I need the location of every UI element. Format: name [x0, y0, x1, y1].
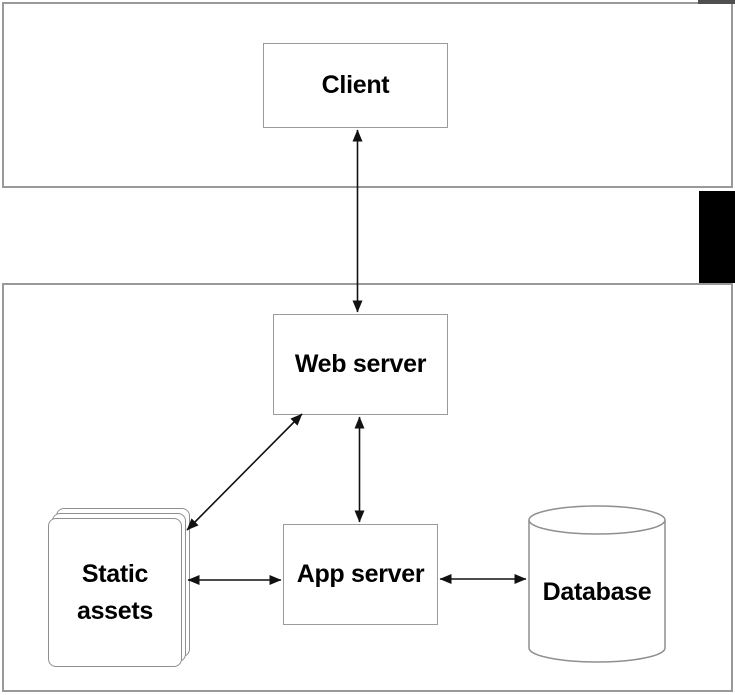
black-block-right-edge	[699, 191, 735, 283]
client-label: Client	[321, 71, 390, 99]
web-server-label: Web server	[294, 350, 427, 378]
static-assets-label-line2: assets	[76, 596, 154, 625]
cylinder-body	[528, 520, 666, 663]
database-cylinder[interactable]	[524, 498, 672, 668]
node-client[interactable]: Client	[263, 43, 448, 128]
node-app-server[interactable]: App server	[283, 524, 438, 625]
static-assets-label-line1: Static	[81, 559, 149, 588]
cylinder-top-ellipse	[528, 505, 666, 535]
database-label: Database	[542, 577, 652, 606]
node-web-server[interactable]: Web server	[273, 314, 448, 415]
node-database[interactable]: Database	[529, 536, 665, 648]
node-static-assets[interactable]: Static assets	[48, 518, 182, 667]
black-bar-top-right	[698, 0, 735, 4]
app-server-label: App server	[296, 560, 425, 588]
